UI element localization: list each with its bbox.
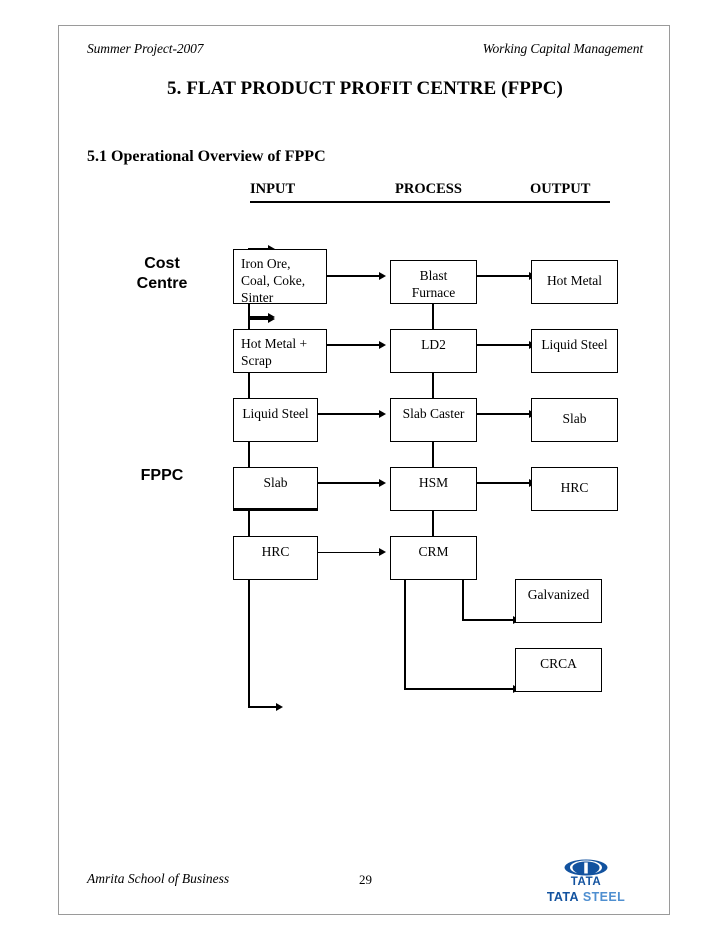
input-box-row-2-label: Hot Metal + Scrap <box>241 336 308 369</box>
footer-page-number: 29 <box>359 872 372 887</box>
group-label-fppc: FPPC <box>140 467 184 484</box>
fppc-flow-diagram: Cost Centre FPPC Iron Ore, Coal, Coke, S… <box>59 26 671 916</box>
process-box-row-3: Slab Caster <box>390 398 477 442</box>
output-box-crca: CRCA <box>515 648 602 692</box>
connector-in-proc-4 <box>318 482 380 484</box>
connector-proc-out-2 <box>477 344 530 346</box>
input-box-row-4-label: Slab <box>263 475 288 490</box>
trunk-branch-fppc-top <box>248 316 269 318</box>
process-box-row-5: CRM <box>390 536 477 580</box>
column-header-process: PROCESS <box>395 181 462 197</box>
trunk-arrow-cc-top <box>268 244 275 253</box>
crm-branch-crca-vertical <box>404 580 406 690</box>
trunk-arrow-fppc-bottom <box>276 702 283 711</box>
tata-steel-logo: TATA TATA STEEL <box>537 859 635 907</box>
input-box-row-1: Iron Ore, Coal, Coke, Sinter <box>233 249 327 306</box>
header-right-text: Working Capital Management <box>482 41 643 56</box>
section-title: 5.1 Operational Overview of FPPC <box>87 148 326 165</box>
connector-proc-3-4 <box>432 442 434 471</box>
group-label-cost-centre: Cost Centre <box>136 255 188 292</box>
connector-proc-1-2 <box>432 304 434 342</box>
tata-steel-word-tata: TATA <box>546 890 579 904</box>
trunk-line-fppc <box>248 316 250 708</box>
connector-proc-out-4 <box>477 482 530 484</box>
document-page: Summer Project-2007 Working Capital Mana… <box>58 25 670 915</box>
crm-branch-galvanized-horizontal <box>462 619 514 621</box>
tata-oval-mark <box>564 859 608 876</box>
process-box-row-5-label: CRM <box>418 544 449 559</box>
tata-steel-word-steel: STEEL <box>582 890 626 904</box>
process-box-row-2-label: LD2 <box>421 337 446 352</box>
input-box-row-1-label: Iron Ore, Coal, Coke, Sinter <box>241 256 306 306</box>
trunk-branch-fppc-bottom <box>248 706 277 708</box>
arrow-in-proc-1 <box>379 271 386 280</box>
trunk-arrow-fppc-top <box>268 312 275 321</box>
connector-proc-out-1 <box>477 275 530 277</box>
input-box-row-5-label: HRC <box>261 544 290 559</box>
output-box-row-1-label: Hot Metal <box>546 273 603 288</box>
input-box-row-3-label: Liquid Steel <box>242 406 309 421</box>
process-box-row-4: HSM <box>390 467 477 511</box>
connector-proc-2-3 <box>432 373 434 402</box>
output-box-row-2: Liquid Steel <box>531 329 618 373</box>
output-box-row-3-label: Slab <box>562 411 587 426</box>
connector-in-proc-5 <box>318 551 380 553</box>
connector-proc-4-5 <box>432 511 434 540</box>
arrow-in-proc-4 <box>379 478 386 487</box>
input-box-row-2: Hot Metal + Scrap <box>233 329 327 373</box>
trunk-branch-cc-bottom <box>248 318 269 320</box>
tata-steel-wordmark: TATA STEEL <box>537 890 635 904</box>
input-box-row-3: Liquid Steel <box>233 398 318 442</box>
input-box-row-5: HRC <box>233 536 318 580</box>
tata-wordmark: TATA <box>570 876 602 888</box>
process-box-row-3-label: Slab Caster <box>402 406 465 421</box>
process-box-row-4-label: HSM <box>418 475 449 490</box>
process-box-row-1: Blast Furnace <box>390 260 477 304</box>
chapter-title: 5. FLAT PRODUCT PROFIT CENTRE (FPPC) <box>167 78 563 99</box>
crm-branch-galvanized-vertical <box>462 580 464 621</box>
connector-proc-out-3 <box>477 413 530 415</box>
arrow-in-proc-2 <box>379 340 386 349</box>
output-box-row-4-label: HRC <box>560 480 589 495</box>
output-box-crca-label: CRCA <box>540 656 577 671</box>
input-box-row-4: Slab <box>233 467 318 511</box>
output-box-row-4: HRC <box>531 467 618 511</box>
connector-in-proc-1 <box>327 275 380 277</box>
output-box-galvanized-label: Galvanized <box>527 587 590 602</box>
output-box-row-1: Hot Metal <box>531 260 618 304</box>
column-header-input: INPUT <box>250 181 296 197</box>
header-left-text: Summer Project-2007 <box>87 41 204 56</box>
process-box-row-2: LD2 <box>390 329 477 373</box>
crm-branch-crca-horizontal <box>404 688 514 690</box>
column-header-output: OUTPUT <box>530 181 591 197</box>
column-headers: INPUT PROCESS OUTPUT <box>250 181 610 203</box>
output-box-row-3: Slab <box>531 398 618 442</box>
arrow-in-proc-3 <box>379 409 386 418</box>
footer-school-name: Amrita School of Business <box>87 871 230 886</box>
arrow-in-proc-5 <box>379 547 386 556</box>
connector-in-proc-3 <box>318 413 380 415</box>
running-header: Summer Project-2007 Working Capital Mana… <box>87 41 643 57</box>
output-box-galvanized: Galvanized <box>515 579 602 623</box>
output-box-row-2-label: Liquid Steel <box>541 337 608 352</box>
connector-in-proc-2 <box>327 344 380 346</box>
process-box-row-1-label: Blast Furnace <box>411 268 456 301</box>
